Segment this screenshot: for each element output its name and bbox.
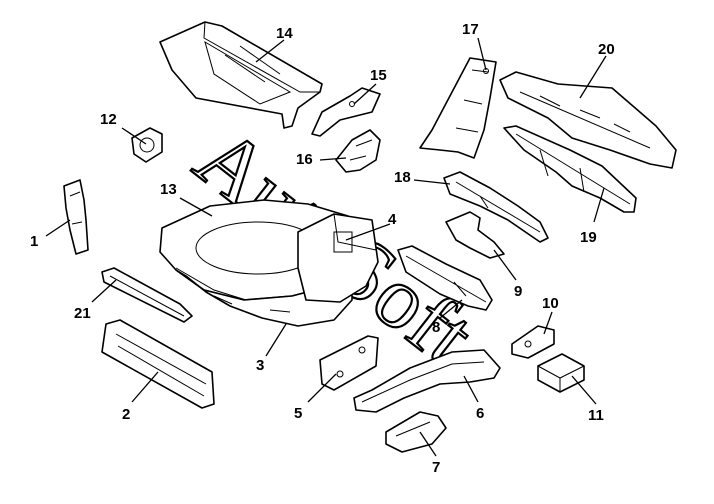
callout-5: 5 xyxy=(294,405,302,422)
part-12-grommet xyxy=(131,127,163,163)
callout-3: 3 xyxy=(256,357,264,374)
callout-7: 7 xyxy=(432,459,440,476)
part-20-rail xyxy=(499,71,677,169)
callout-8: 8 xyxy=(432,319,440,336)
part-7-bracket xyxy=(385,411,447,453)
callout-13: 13 xyxy=(160,181,177,198)
part-14-parcel-shelf xyxy=(159,21,323,129)
part-5-bracket xyxy=(319,335,379,391)
callout-18: 18 xyxy=(394,169,411,186)
callout-16: 16 xyxy=(296,151,313,168)
callout-6: 6 xyxy=(476,405,484,422)
part-9-panel xyxy=(445,211,505,259)
part-15-bracket xyxy=(311,87,381,137)
part-8-crossmember xyxy=(397,245,493,311)
callout-11: 11 xyxy=(588,407,604,424)
callout-17: 17 xyxy=(462,21,479,38)
callout-15: 15 xyxy=(370,67,387,84)
part-16-bracket xyxy=(335,129,381,173)
part-18-rail xyxy=(443,171,549,243)
part-1-bracket xyxy=(63,179,89,255)
callout-1: 1 xyxy=(30,233,38,250)
part-11-block xyxy=(537,353,585,393)
callout-2: 2 xyxy=(122,406,130,423)
callout-14: 14 xyxy=(276,25,293,42)
callout-20: 20 xyxy=(598,41,615,58)
callout-10: 10 xyxy=(542,295,559,312)
callout-4: 4 xyxy=(388,211,397,228)
part-21-crossmember xyxy=(101,267,193,323)
leader-lines xyxy=(45,37,607,457)
callout-21: 21 xyxy=(74,305,91,322)
callout-12: 12 xyxy=(100,111,117,128)
callout-labels: 1 2 3 4 5 6 7 8 9 10 11 12 13 14 15 16 1… xyxy=(30,21,615,476)
part-6-rail xyxy=(353,349,501,413)
part-2-rear-panel xyxy=(101,319,215,409)
part-10-bracket xyxy=(511,325,555,359)
part-17-pillar xyxy=(419,57,497,159)
callout-19: 19 xyxy=(580,229,597,246)
callout-9: 9 xyxy=(514,283,522,300)
